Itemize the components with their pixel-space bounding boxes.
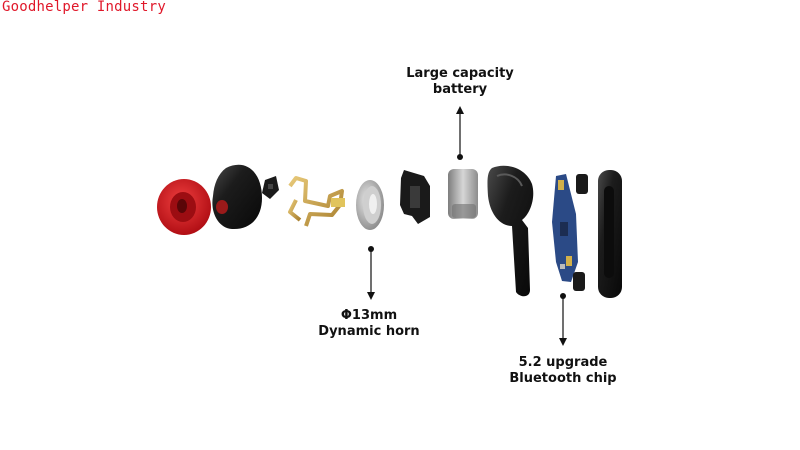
pcb-board-part — [552, 174, 578, 282]
horn-callout-line — [367, 246, 375, 300]
battery-callout-label: Large capacity battery — [398, 66, 522, 98]
chip-label-line1: 5.2 upgrade — [499, 355, 627, 371]
battery-label-line2: battery — [398, 82, 522, 98]
horn-callout-label: Φ13mm Dynamic horn — [306, 308, 432, 340]
gold-bracket-part — [290, 178, 345, 226]
back-cover-part — [598, 170, 622, 298]
chip-label-line2: Bluetooth chip — [499, 371, 627, 387]
holder-frame-part — [400, 170, 430, 224]
dynamic-driver-part — [356, 180, 384, 230]
inner-cap-part — [262, 176, 279, 199]
battery-callout-line — [456, 106, 464, 160]
front-shell-part — [212, 165, 262, 229]
horn-label-line1: Φ13mm — [306, 308, 432, 324]
horn-label-line2: Dynamic horn — [306, 324, 432, 340]
eartip-part — [157, 179, 211, 235]
chip-callout-label: 5.2 upgrade Bluetooth chip — [499, 355, 627, 387]
battery-label-line1: Large capacity — [398, 66, 522, 82]
chip-callout-line — [559, 293, 567, 346]
battery-part — [448, 169, 478, 219]
main-body-shell-part — [487, 166, 533, 297]
